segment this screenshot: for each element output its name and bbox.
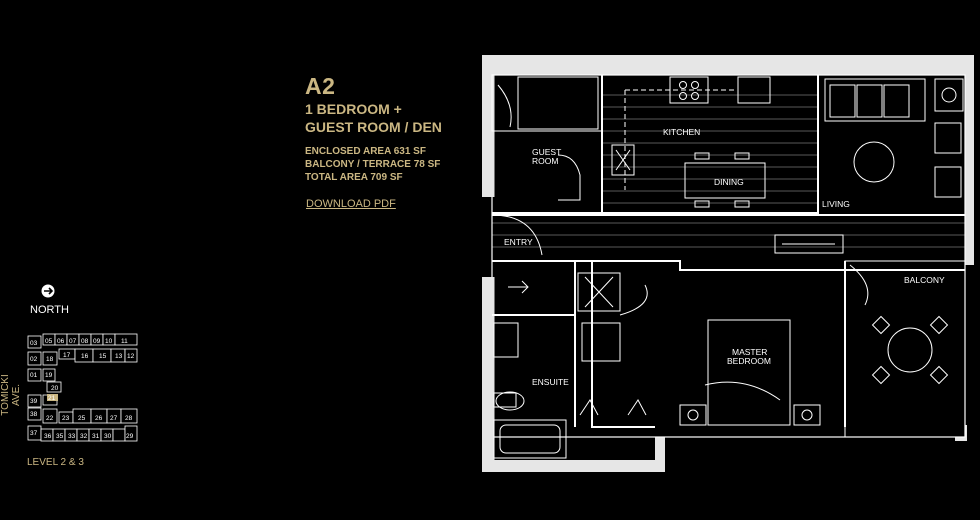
svg-text:01: 01: [30, 372, 38, 379]
svg-text:12: 12: [127, 353, 135, 360]
wall-left-upper: [482, 55, 492, 197]
svg-text:23: 23: [62, 415, 70, 422]
room-label-kitchen: KITCHEN: [663, 127, 700, 137]
svg-text:37: 37: [30, 430, 38, 437]
floor-plan: GUEST ROOM KITCHEN DINING LIVING ENTRY B…: [482, 55, 974, 472]
svg-text:02: 02: [30, 356, 38, 363]
balcony-area: BALCONY / TERRACE 78 SF: [305, 159, 441, 170]
svg-text:26: 26: [95, 415, 103, 422]
svg-text:10: 10: [105, 338, 113, 345]
street-label: TOMICKI AVE.: [0, 374, 22, 416]
level-label: LEVEL 2 & 3: [27, 457, 84, 468]
wall-left-lower: [482, 277, 492, 472]
svg-text:22: 22: [46, 415, 54, 422]
room-label-dining: DINING: [714, 177, 744, 187]
svg-text:08: 08: [81, 338, 89, 345]
svg-text:19: 19: [45, 372, 53, 379]
wall-bottom-left: [482, 460, 665, 472]
svg-text:09: 09: [93, 338, 101, 345]
svg-text:25: 25: [78, 415, 86, 422]
svg-text:29: 29: [126, 433, 134, 440]
svg-text:28: 28: [125, 415, 133, 422]
total-area: TOTAL AREA 709 SF: [305, 172, 403, 183]
unit-type: 1 BEDROOM + GUEST ROOM / DEN: [305, 100, 442, 136]
room-label-guest-1: GUEST: [532, 147, 561, 157]
room-label-master-1: MASTER: [732, 347, 767, 357]
room-label-entry: ENTRY: [504, 237, 533, 247]
svg-text:05: 05: [45, 338, 53, 345]
svg-text:35: 35: [56, 433, 64, 440]
svg-text:20: 20: [51, 385, 59, 392]
wall-bottom-step: [655, 427, 665, 472]
unit-type-line2: GUEST ROOM / DEN: [305, 119, 442, 135]
svg-text:16: 16: [81, 353, 89, 360]
room-label-balcony: BALCONY: [904, 275, 945, 285]
svg-text:07: 07: [69, 338, 77, 345]
north-arrow-icon: [41, 284, 55, 298]
highlighted-unit: [47, 394, 58, 401]
enclosed-area: ENCLOSED AREA 631 SF: [305, 146, 426, 157]
svg-text:38: 38: [30, 411, 38, 418]
unit-type-line1: 1 BEDROOM +: [305, 101, 402, 117]
wall-top: [482, 55, 974, 75]
svg-text:06: 06: [57, 338, 65, 345]
svg-text:30: 30: [104, 433, 112, 440]
svg-text:03: 03: [30, 340, 38, 347]
svg-text:39: 39: [30, 398, 38, 405]
room-label-living: LIVING: [822, 199, 850, 209]
svg-text:33: 33: [68, 433, 76, 440]
room-label-master-2: BEDROOM: [727, 356, 771, 366]
wall-right-upper: [965, 55, 974, 265]
room-label-ensuite: ENSUITE: [532, 377, 569, 387]
unit-title: A2: [305, 73, 336, 99]
unit-areas: ENCLOSED AREA 631 SF BALCONY / TERRACE 7…: [305, 145, 440, 184]
download-pdf-link[interactable]: DOWNLOAD PDF: [306, 198, 396, 210]
north-label: NORTH: [30, 304, 69, 316]
svg-text:13: 13: [115, 353, 123, 360]
room-label-guest-2: ROOM: [532, 156, 558, 166]
svg-text:32: 32: [80, 433, 88, 440]
svg-text:27: 27: [110, 415, 118, 422]
svg-text:15: 15: [99, 353, 107, 360]
building-keyplan: 03 05 06 07 08 09 10 11 02 18 17 16 15 13 12 01 19 2…: [27, 333, 138, 442]
svg-text:31: 31: [92, 433, 100, 440]
svg-text:18: 18: [46, 356, 54, 363]
svg-text:17: 17: [63, 352, 71, 359]
svg-text:36: 36: [44, 433, 52, 440]
svg-text:11: 11: [121, 338, 128, 345]
svg-text:21: 21: [48, 395, 56, 402]
